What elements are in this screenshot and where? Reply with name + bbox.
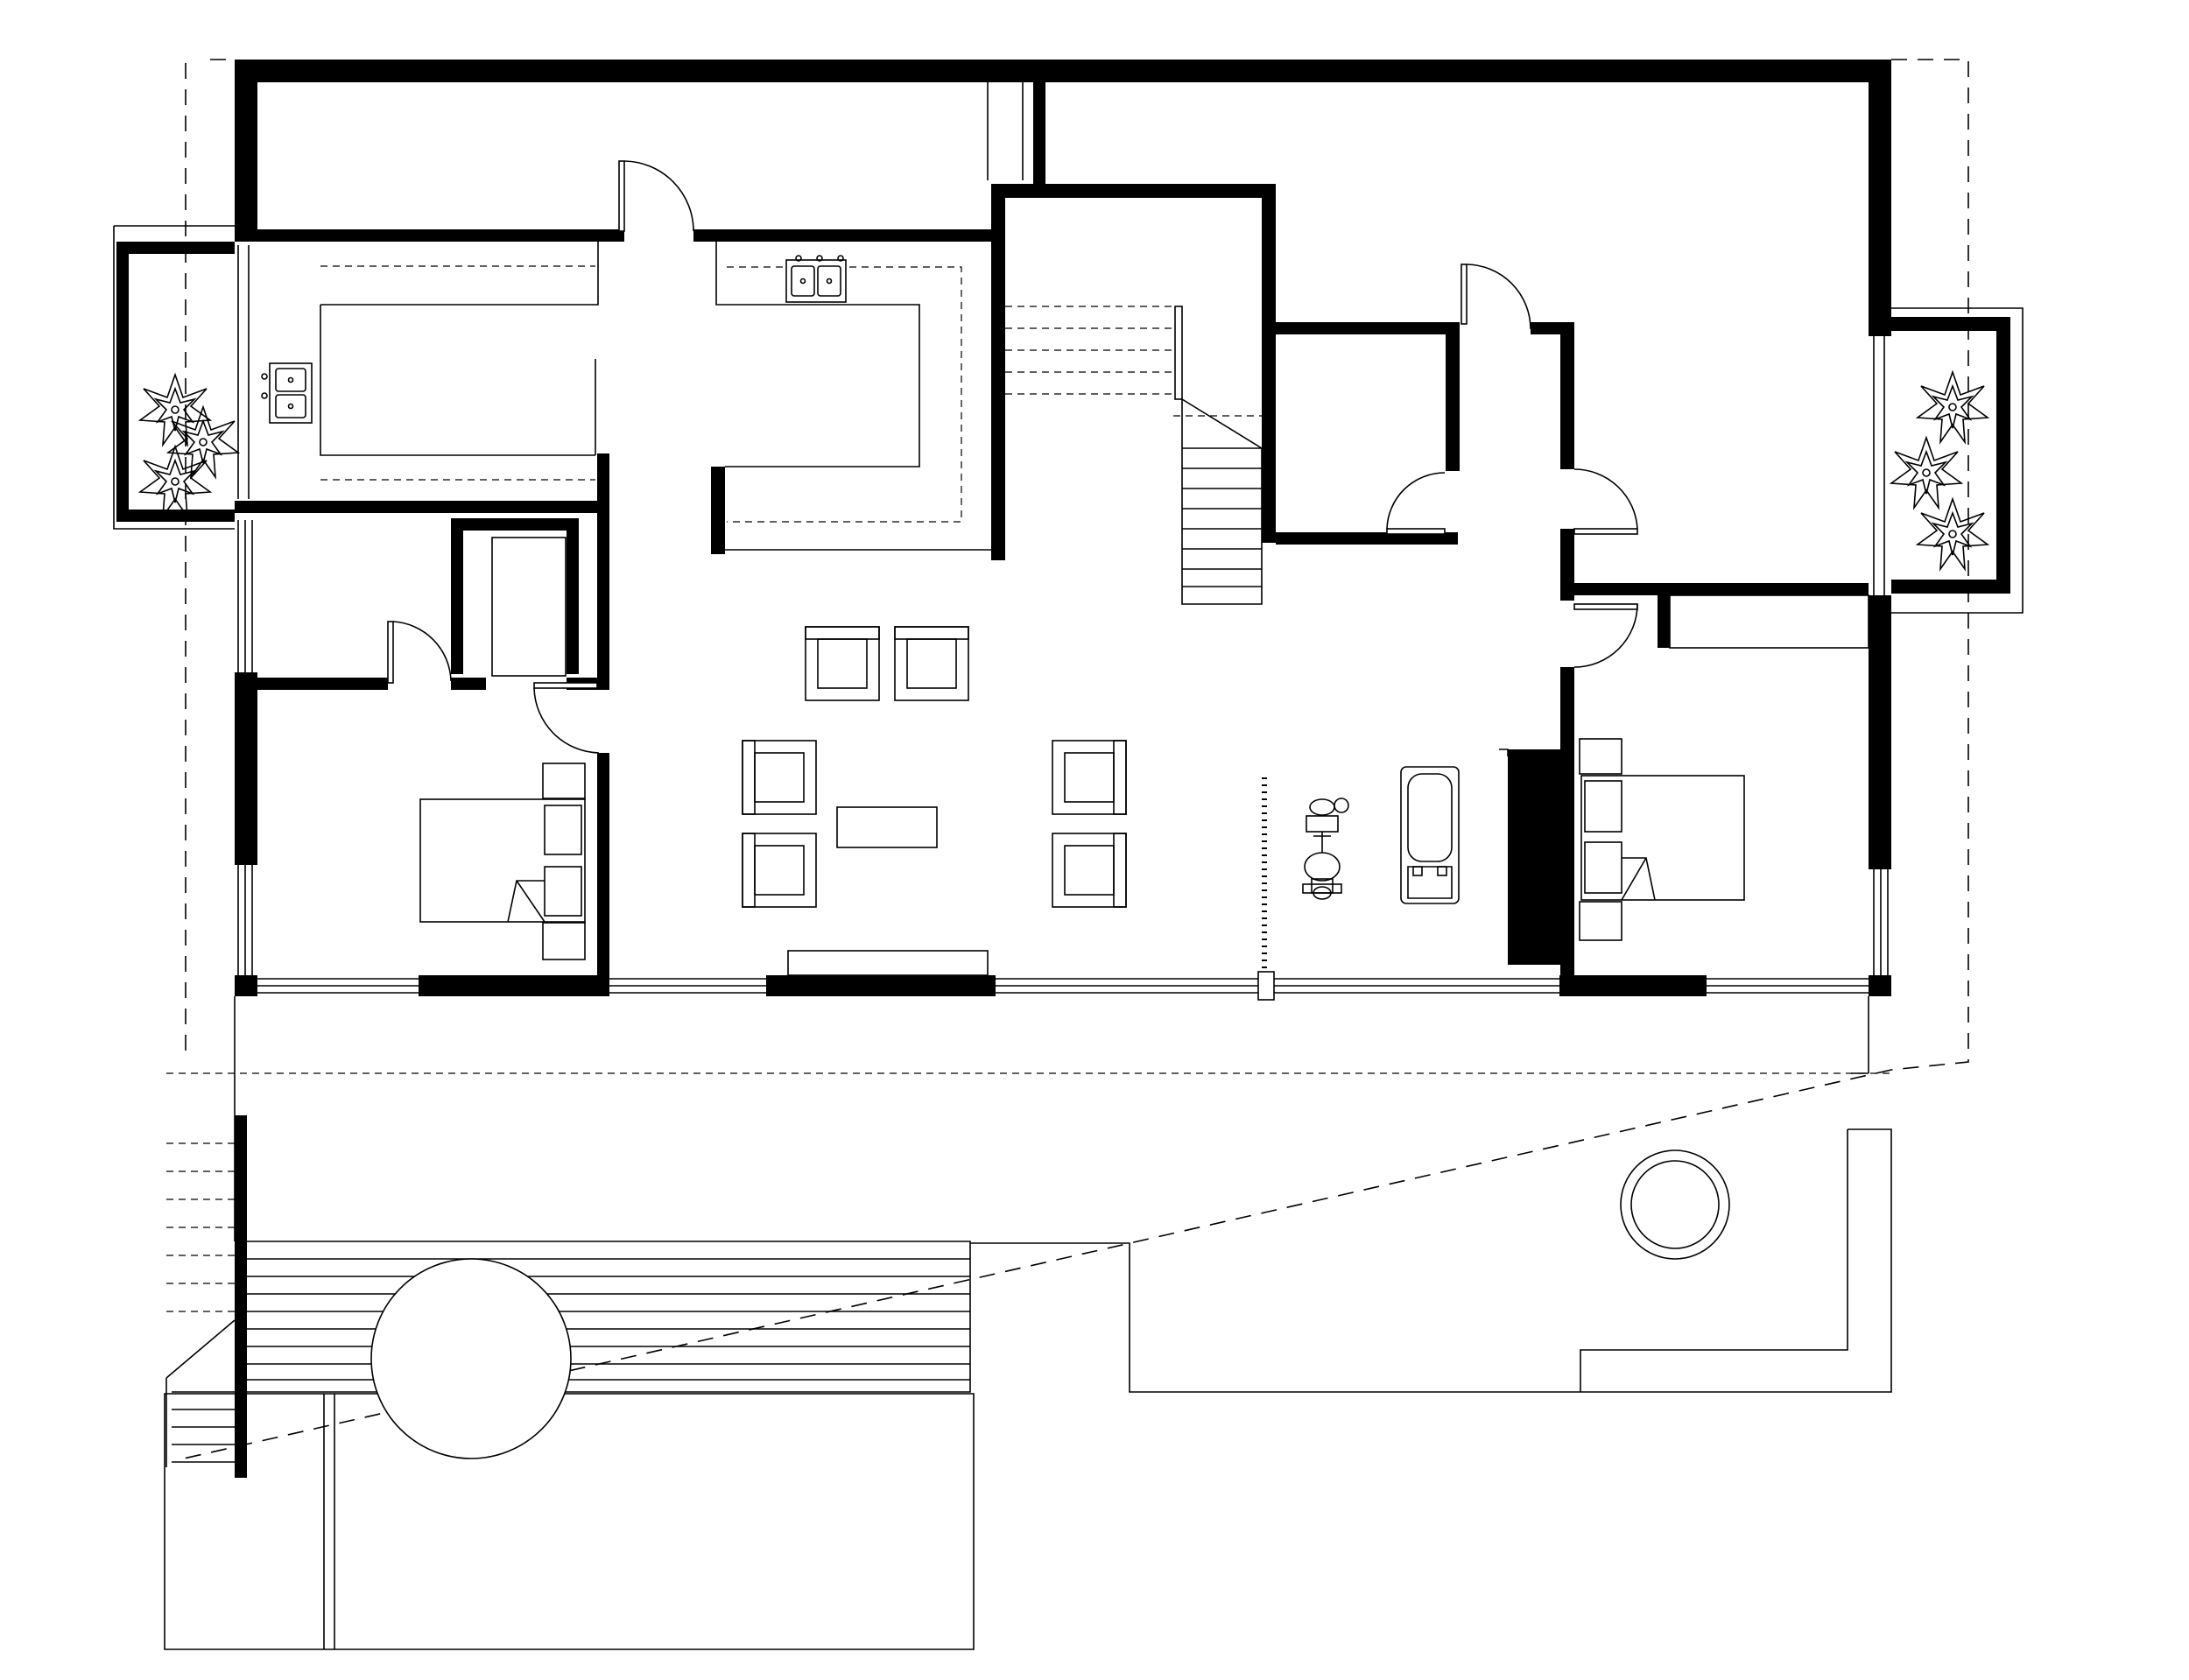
armchair-icon [894, 626, 969, 701]
door-stair-north[interactable] [1461, 264, 1531, 330]
stair-rail [1174, 306, 1183, 400]
sink-icon [785, 259, 847, 303]
plant-icon [139, 446, 211, 517]
bed-icon [1580, 775, 1745, 901]
living-furniture [742, 626, 1127, 976]
treadmill-icon [1400, 766, 1460, 904]
nightstand-icon [1579, 738, 1622, 775]
exercise-bike-icon [1302, 798, 1349, 900]
kitchen-counters [320, 242, 991, 551]
east-windows [1873, 336, 1889, 975]
armchair-icon [742, 833, 817, 908]
bedroom-west [419, 763, 586, 960]
sink-icon [269, 362, 313, 424]
bedroom-east [1499, 738, 1745, 941]
plant-icon [1917, 371, 1988, 443]
bath-vanity [491, 537, 567, 677]
door-east-upper[interactable] [1573, 468, 1638, 535]
armchair-icon [1052, 833, 1127, 908]
plant-icon [139, 374, 211, 446]
service-shaft [987, 82, 1024, 180]
nightstand-icon [542, 922, 586, 960]
armchair-icon [805, 626, 880, 701]
plant-icon [1890, 437, 1962, 509]
closet [1669, 594, 1869, 649]
planter-east [1890, 307, 2024, 614]
nightstand-icon [1579, 901, 1622, 941]
coffee-table [836, 806, 938, 848]
armchair-icon [742, 740, 817, 815]
bed-icon [419, 798, 586, 923]
south-windows [257, 971, 1869, 1001]
sink-faucet-icon [261, 255, 844, 399]
door-west-bedroom[interactable] [533, 682, 600, 754]
stair [1005, 306, 1263, 605]
door-stair-closet[interactable] [1386, 472, 1446, 535]
interior-walls [235, 82, 1869, 996]
terrace [164, 996, 1892, 1650]
door-east-bedroom[interactable] [1573, 603, 1638, 668]
nightstand-icon [542, 763, 586, 799]
round-planter [1620, 1149, 1730, 1260]
media-console [787, 950, 989, 976]
planter-west [113, 225, 239, 530]
armchair-icon [1052, 740, 1127, 815]
plant-icon [1917, 498, 1988, 570]
door-west-bath[interactable] [387, 621, 452, 684]
round-table [370, 1258, 572, 1459]
exterior-walls [235, 60, 1891, 996]
door-kitchen-north[interactable] [618, 160, 694, 232]
west-windows [237, 245, 253, 975]
gym [1262, 766, 1460, 972]
